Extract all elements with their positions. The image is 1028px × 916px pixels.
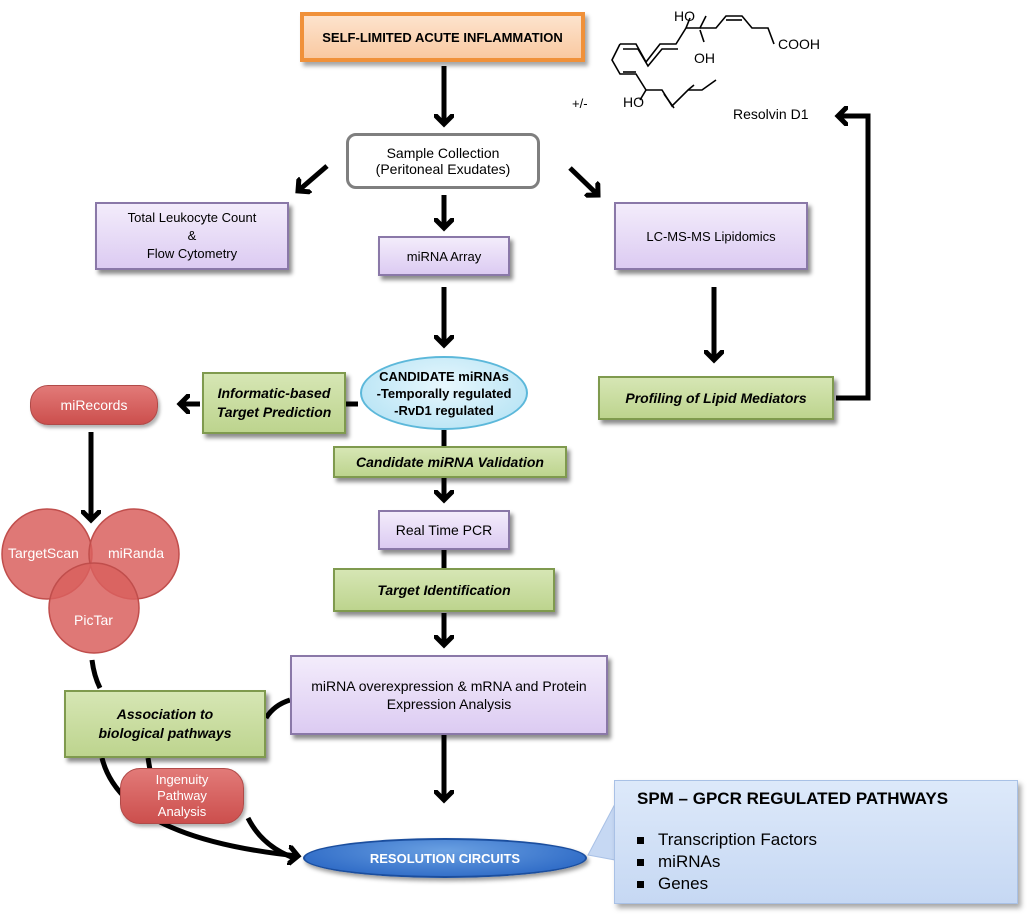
informatic-line-1: Informatic-based (217, 385, 331, 401)
molecule-label-cooh: COOH (778, 36, 820, 52)
spm-item: Genes (637, 873, 817, 895)
leukocyte-line-1: Total Leukocyte Count (127, 210, 257, 225)
curve-venn-to-association (89, 659, 103, 690)
spm-pathways-box: SPM – GPCR REGULATED PATHWAYS Transcript… (614, 780, 1018, 904)
venn-label-targetscan: TargetScan (8, 545, 79, 561)
arrow-sample-to-lipidomics (568, 166, 598, 195)
inflammation-title-box: SELF-LIMITED ACUTE INFLAMMATION (300, 12, 585, 62)
curve-association-to-overexpression (263, 697, 291, 720)
leukocyte-count-box: Total Leukocyte Count & Flow Cytometry (95, 202, 289, 270)
spm-item-label: miRNAs (658, 852, 721, 871)
candidate-line-3: -RvD1 regulated (394, 402, 494, 418)
profiling-box: Profiling of Lipid Mediators (598, 376, 834, 420)
spm-pathways-title: SPM – GPCR REGULATED PATHWAYS (637, 789, 949, 808)
venn-label-pictar: PicTar (74, 612, 113, 628)
ingenuity-line-2: Pathway (157, 788, 207, 803)
profiling-label: Profiling of Lipid Mediators (625, 390, 807, 406)
venn-label-miranda: miRanda (108, 545, 165, 561)
bullet-icon (637, 858, 644, 866)
leukocyte-line-2: & (187, 228, 197, 243)
curve-ingenuity-to-resolution (245, 816, 295, 861)
venn-diagram (1, 508, 180, 654)
molecule-label-oh: OH (694, 50, 715, 66)
realtime-pcr-box: Real Time PCR (378, 510, 510, 550)
sample-collection-line-1: Sample Collection (386, 145, 500, 161)
realtime-pcr-label: Real Time PCR (395, 522, 493, 538)
mirna-array-label: miRNA Array (406, 248, 482, 264)
candidate-mirnas-ellipse: CANDIDATE miRNAs -Temporally regulated -… (360, 356, 528, 430)
resolvin-d1-label: Resolvin D1 (733, 106, 809, 122)
association-line-2: biological pathways (98, 725, 232, 741)
bullet-icon (637, 880, 644, 888)
informatic-line-2: Target Prediction (216, 404, 332, 420)
candidate-line-2: -Temporally regulated (376, 385, 512, 401)
association-box: Association to biological pathways (64, 690, 266, 758)
leukocyte-line-3: Flow Cytometry (146, 246, 238, 261)
resolution-circuits-label: RESOLUTION CIRCUITS (369, 850, 521, 866)
ingenuity-line-3: Analysis (157, 804, 207, 819)
overexpression-box: miRNA overexpression & mRNA and Protein … (290, 655, 608, 735)
validation-box: Candidate miRNA Validation (333, 446, 567, 478)
target-identification-label: Target Identification (377, 582, 511, 598)
ingenuity-line-1: Ingenuity (155, 772, 209, 787)
mirecords-pill: miRecords (30, 385, 158, 425)
spm-pathways-list: Transcription Factors miRNAs Genes (637, 829, 817, 895)
association-line-1: Association to (116, 706, 214, 722)
molecule-label-ho-bottom: HO (623, 94, 644, 110)
sample-collection-box: Sample Collection (Peritoneal Exudates) (346, 133, 540, 189)
arrow-sample-to-leukocyte (298, 164, 329, 191)
mirecords-label: miRecords (60, 397, 128, 413)
racemic-label: +/- (572, 96, 588, 111)
validation-label: Candidate miRNA Validation (356, 454, 544, 470)
spm-item: Transcription Factors (637, 829, 817, 851)
spm-item-label: Transcription Factors (658, 830, 818, 849)
sample-collection-line-2: (Peritoneal Exudates) (375, 161, 511, 177)
resolution-circuits-ellipse: RESOLUTION CIRCUITS (303, 838, 587, 878)
informatic-box: Informatic-based Target Prediction (202, 372, 346, 434)
resolvin-d1-structure (611, 15, 775, 109)
spm-item: miRNAs (637, 851, 817, 873)
venn-pictar-circle (48, 562, 140, 654)
candidate-line-1: CANDIDATE miRNAs (379, 368, 509, 384)
lipidomics-label: LC-MS-MS Lipidomics (646, 228, 776, 244)
spm-item-label: Genes (658, 874, 709, 893)
ingenuity-pill: Ingenuity Pathway Analysis (120, 768, 244, 824)
mirna-array-box: miRNA Array (378, 236, 510, 276)
overexpression-line-1: miRNA overexpression & mRNA and Protein (311, 678, 587, 694)
inflammation-title: SELF-LIMITED ACUTE INFLAMMATION (322, 29, 563, 45)
overexpression-line-2: Expression Analysis (386, 696, 512, 712)
arrow-profiling-to-resolvin (836, 116, 871, 401)
bullet-icon (637, 836, 644, 844)
target-identification-box: Target Identification (333, 568, 555, 612)
lipidomics-box: LC-MS-MS Lipidomics (614, 202, 808, 270)
spm-callout-wedge (587, 803, 616, 861)
molecule-label-ho-top: HO (674, 8, 695, 24)
